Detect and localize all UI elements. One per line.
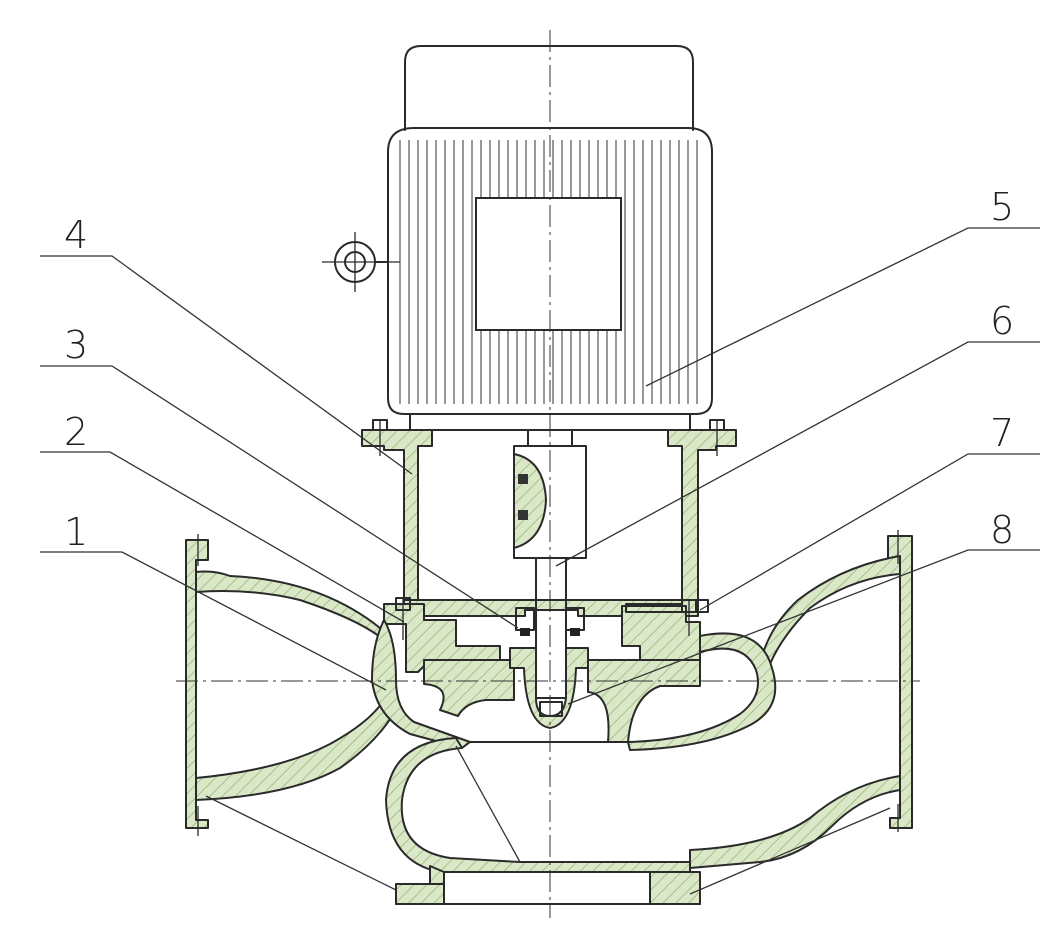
callout-8: 8: [990, 508, 1014, 552]
callout-5: 5: [990, 185, 1014, 229]
leader-7: [699, 453, 1040, 611]
lifting-eye-icon: [322, 232, 400, 292]
callout-3: 3: [64, 323, 88, 367]
leader-8: [567, 549, 1040, 705]
impeller-left-shroud: [423, 659, 515, 717]
leader-8-foot: [689, 807, 891, 895]
leader-lines: [40, 227, 1040, 895]
motor-stand: [361, 419, 737, 617]
outlet-lower-wall: [689, 775, 901, 869]
callout-6: 6: [990, 299, 1014, 343]
pump-cover: [383, 597, 709, 673]
leader-4: [40, 255, 413, 475]
volute-tongue: [627, 632, 777, 751]
seal-oring-left: [520, 628, 530, 636]
leader-1-foot: [205, 795, 397, 891]
coupling-screw-lower: [518, 510, 528, 520]
callout-2: 2: [64, 410, 88, 454]
leader-3: [40, 365, 519, 629]
stand-bolt-right: [709, 419, 725, 456]
motor-fan-cover: [404, 45, 694, 131]
motor-cooling-fins: [399, 140, 698, 404]
callout-4: 4: [64, 213, 88, 257]
pump-shaft: [535, 557, 567, 699]
pump-casing: [185, 530, 913, 905]
casing-foot-right: [649, 871, 701, 905]
coupling-shaft: [513, 429, 587, 699]
casing-foot-left: [395, 865, 445, 905]
callout-1: 1: [64, 510, 88, 554]
impeller-nut: [539, 701, 563, 717]
leader-6: [555, 341, 1040, 567]
coupling-screw-upper: [518, 474, 528, 484]
seal-oring-right: [570, 628, 580, 636]
callout-7: 7: [990, 411, 1014, 455]
impeller-right-shroud: [587, 659, 701, 743]
cover-bolt-left: [395, 597, 411, 640]
callout-labels: 1 2 3 4 5 6 7 8: [64, 185, 1014, 554]
drain-plug: [625, 603, 683, 613]
outlet-upper-wall: [759, 555, 901, 665]
motor-body: [387, 127, 713, 415]
coupling-half-section: [513, 453, 547, 549]
leader-1: [40, 551, 387, 691]
inlet-flange-left: [185, 539, 209, 829]
volute-body: [385, 737, 691, 873]
stand-left-wall: [361, 429, 433, 601]
leader-2: [40, 451, 405, 623]
leader-5: [645, 227, 1040, 387]
inlet-lower-wall: [195, 699, 399, 801]
motor: [322, 45, 713, 431]
leader-2-foot: [455, 745, 521, 863]
impeller: [423, 647, 701, 743]
stand-right-wall: [667, 429, 737, 601]
motor-terminal-box: [475, 197, 622, 331]
